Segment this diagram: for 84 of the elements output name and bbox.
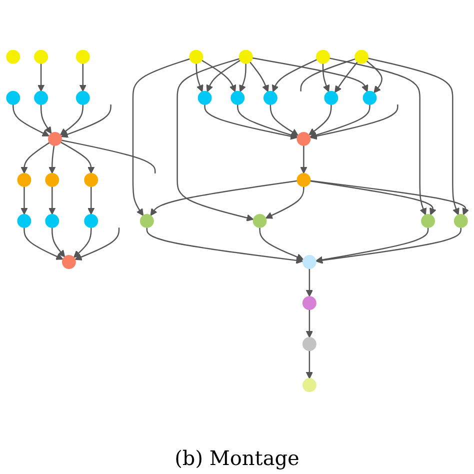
arrow <box>300 146 308 174</box>
connector-line <box>61 140 156 174</box>
arrow <box>176 58 254 222</box>
arrow <box>60 142 95 174</box>
arrow <box>306 268 314 297</box>
arrow <box>249 62 269 92</box>
circle-node <box>62 255 76 270</box>
arrow <box>310 104 398 140</box>
arrow <box>52 228 66 258</box>
arrow <box>366 60 382 94</box>
arrow <box>150 180 298 216</box>
arrow <box>306 310 314 338</box>
arrow <box>146 228 304 264</box>
circle-node <box>421 214 436 228</box>
circle-node <box>140 214 154 228</box>
circle-node <box>354 50 369 64</box>
arrow <box>306 350 314 379</box>
arrow <box>322 63 330 92</box>
arrow <box>310 180 470 216</box>
arrow <box>272 59 318 92</box>
arrow <box>329 58 427 216</box>
circle-node <box>198 90 212 105</box>
arrow <box>60 104 84 136</box>
arrow <box>48 145 56 174</box>
arrow <box>308 104 332 136</box>
arrow <box>316 228 429 264</box>
arrow <box>132 58 190 216</box>
circle-node <box>6 50 20 64</box>
circle-node <box>6 90 20 105</box>
arrow <box>88 186 95 215</box>
arrow <box>259 228 304 260</box>
circle-node <box>34 90 48 105</box>
arrow <box>40 104 52 134</box>
arrow <box>237 104 298 138</box>
arrow <box>204 104 298 140</box>
arrow <box>48 186 56 215</box>
circle-node <box>302 337 316 352</box>
circle-node <box>76 90 90 105</box>
circle-node <box>454 214 468 228</box>
arrow <box>239 63 246 92</box>
arrow <box>206 60 241 92</box>
arrow <box>20 142 50 174</box>
circle-node <box>302 378 316 392</box>
connector-line <box>300 58 356 92</box>
arrow <box>316 228 462 264</box>
circle-node <box>302 296 316 310</box>
circle-node <box>302 255 316 270</box>
circle-node <box>45 214 60 228</box>
arrow <box>270 104 298 136</box>
arrow <box>201 60 236 92</box>
circle-node <box>296 132 311 146</box>
circle-node <box>34 50 48 64</box>
arrow <box>265 186 304 219</box>
circle-node <box>324 90 338 105</box>
arrow <box>60 104 112 138</box>
arrow <box>24 228 64 260</box>
circle-node <box>230 90 245 105</box>
circle-node <box>48 132 62 146</box>
circle-node <box>238 50 253 64</box>
arrow <box>12 104 50 136</box>
arrow <box>334 62 358 93</box>
arrow <box>310 180 436 216</box>
arrow <box>37 63 45 92</box>
arrow <box>368 58 460 216</box>
arrow <box>20 186 28 215</box>
arrow <box>74 228 120 260</box>
circle-node <box>189 50 204 64</box>
circle-node <box>45 172 60 187</box>
arrow <box>310 104 370 138</box>
circle-node <box>263 90 278 105</box>
circle-node <box>362 90 377 105</box>
arrow <box>252 57 368 92</box>
caption-text: (b) Montage <box>174 446 300 470</box>
circle-node <box>252 214 267 228</box>
arrow <box>73 228 92 258</box>
circle-node <box>296 172 311 187</box>
circle-node <box>17 172 32 187</box>
circle-node <box>17 214 32 228</box>
circle-node <box>84 214 98 228</box>
arrow <box>79 63 86 92</box>
circle-node <box>316 50 330 64</box>
circle-node <box>76 50 90 64</box>
arrow <box>196 63 204 92</box>
circle-node <box>84 172 98 187</box>
